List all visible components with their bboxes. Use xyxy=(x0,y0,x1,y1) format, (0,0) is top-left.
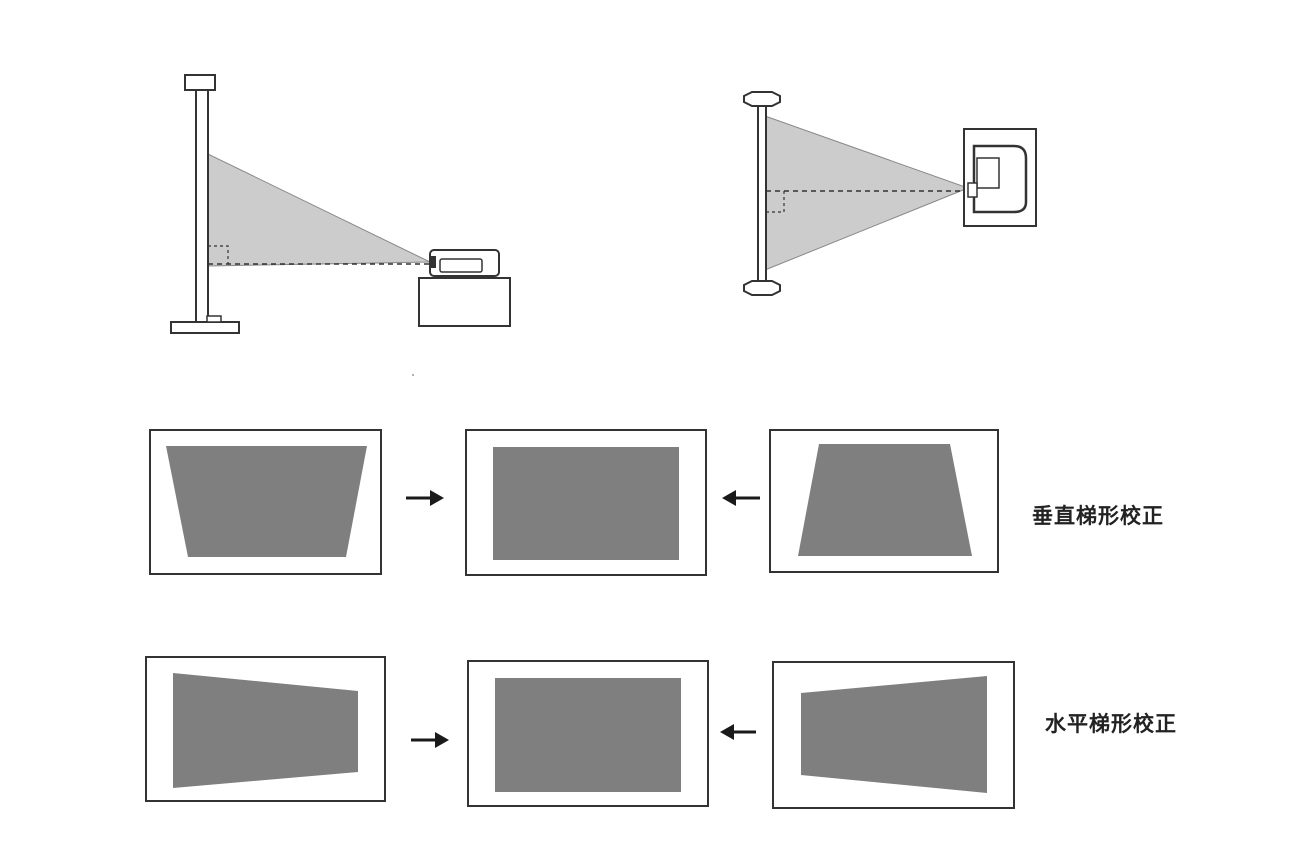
vertical-after-image xyxy=(798,444,972,556)
vertical-correction-row xyxy=(149,429,999,576)
top-view-projector-panel xyxy=(976,157,1000,189)
horizontal-correction-row xyxy=(145,656,1015,809)
screen-stand-base xyxy=(170,321,240,334)
top-view-right-angle-mark xyxy=(766,191,785,213)
arrow-right-icon xyxy=(411,732,449,748)
side-view-right-angle-mark xyxy=(208,245,229,264)
top-view-projection-beam xyxy=(764,115,970,271)
screen-stand-top-cap xyxy=(184,74,216,91)
horizontal-after-image xyxy=(801,676,987,793)
top-view-screen-top-bracket xyxy=(743,91,781,107)
arrow-right-icon xyxy=(406,490,444,506)
screen-stand-foot xyxy=(206,315,222,323)
stray-dot xyxy=(412,374,414,376)
top-view-screen xyxy=(757,102,767,286)
screen-stand-pole xyxy=(195,89,209,323)
top-view-illustration xyxy=(743,91,1037,296)
projector-side-panel xyxy=(439,258,483,273)
vertical-before-image xyxy=(166,446,367,557)
arrow-left-icon xyxy=(720,724,756,740)
arrow-left-icon xyxy=(722,490,760,506)
horizontal-keystone-label: 水平梯形校正 xyxy=(1045,712,1177,736)
top-view-screen-bottom-bracket xyxy=(743,280,781,296)
vertical-result-image xyxy=(493,447,679,560)
vertical-keystone-label: 垂直梯形校正 xyxy=(1032,504,1164,528)
side-view-projection-beam xyxy=(207,153,431,267)
side-view-illustration xyxy=(170,74,511,334)
horizontal-before-image xyxy=(173,673,358,788)
projector-table xyxy=(418,277,511,327)
top-view-projector-lens xyxy=(967,182,978,198)
horizontal-result-image xyxy=(495,678,681,792)
projector-side-lens xyxy=(430,256,436,268)
